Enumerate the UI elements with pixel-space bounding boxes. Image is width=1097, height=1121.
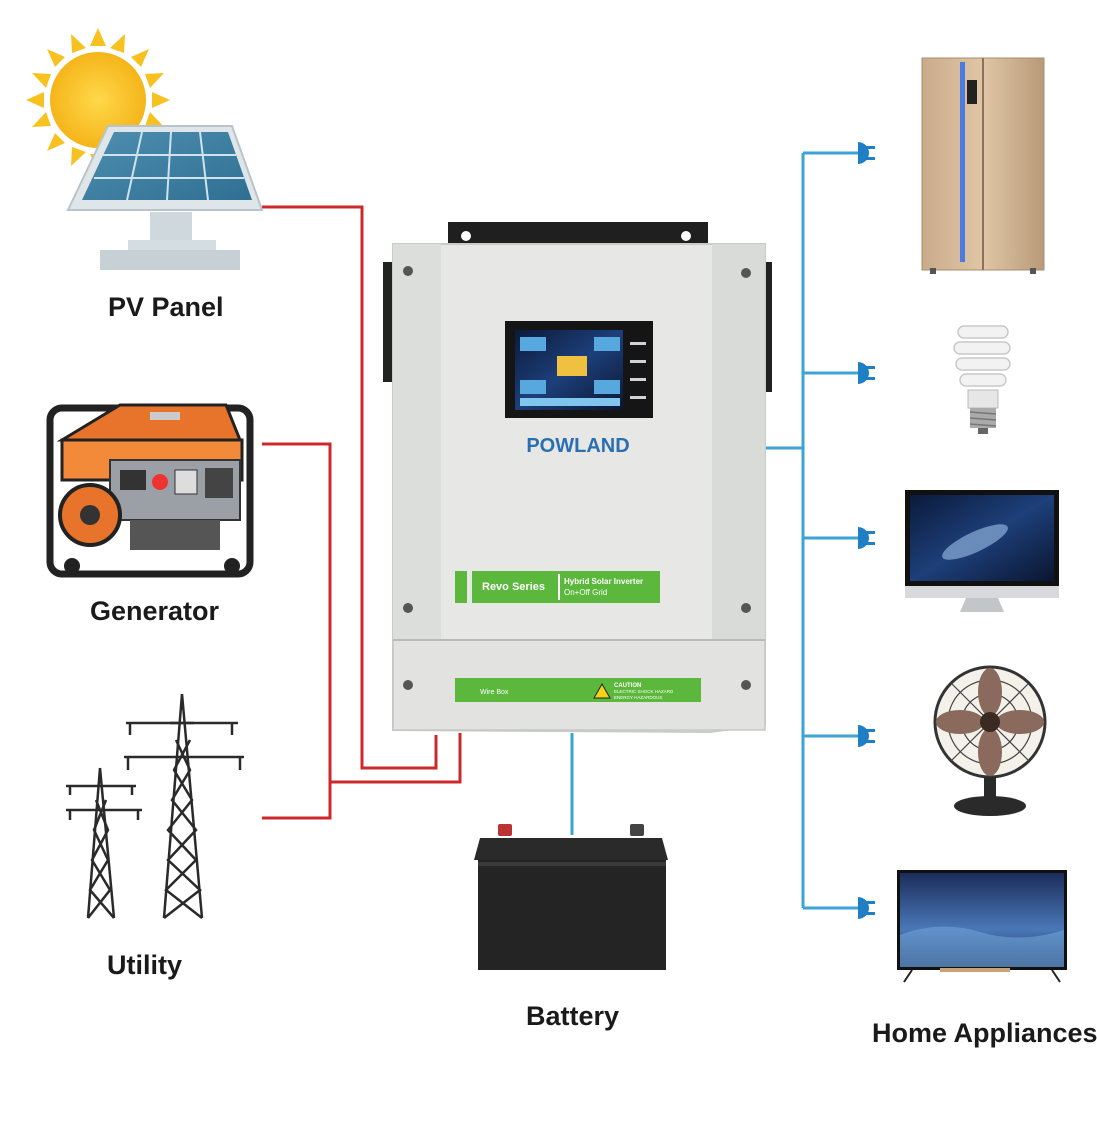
warning-icon bbox=[593, 682, 611, 699]
plug-icon bbox=[858, 897, 875, 919]
battery-label: Battery bbox=[526, 1001, 620, 1031]
plug-icon bbox=[858, 527, 875, 549]
pv-line bbox=[262, 205, 438, 770]
plug-icon bbox=[858, 142, 875, 164]
caution-line2: ENERGY HAZARDOUS bbox=[614, 695, 662, 700]
refrigerator-icon bbox=[921, 57, 1045, 274]
plug-icons bbox=[858, 142, 875, 919]
caution-line1: ELECTRIC SHOCK HAZARD bbox=[614, 689, 674, 694]
caution-title: CAUTION bbox=[614, 683, 641, 689]
input-wiring bbox=[262, 205, 462, 820]
plug-icon bbox=[858, 362, 875, 384]
solar-panel-icon bbox=[66, 125, 264, 270]
utility-line bbox=[330, 733, 462, 784]
generator-label: Generator bbox=[90, 596, 220, 626]
home-appliances-label: Home Appliances bbox=[872, 1018, 1097, 1048]
inverter-unit: POWLAND Revo Series Hybrid Solar Inverte… bbox=[383, 222, 772, 734]
generator-line bbox=[262, 442, 332, 820]
wire-box-label: Wire Box bbox=[480, 689, 509, 696]
utility-label: Utility bbox=[107, 950, 183, 980]
fan-icon bbox=[933, 665, 1047, 816]
light-bulb-icon bbox=[953, 325, 1011, 434]
inverter-product-line2: On+Off Grid bbox=[564, 588, 607, 597]
tv-icon bbox=[897, 870, 1067, 983]
pv-panel-label: PV Panel bbox=[108, 292, 224, 322]
plug-icon bbox=[858, 725, 875, 747]
inverter-series: Revo Series bbox=[482, 581, 545, 593]
inverter-brand: POWLAND bbox=[526, 435, 629, 457]
power-tower-icon bbox=[66, 693, 244, 919]
inverter-product-line1: Hybrid Solar Inverter bbox=[564, 577, 643, 586]
monitor-icon bbox=[905, 490, 1059, 612]
generator-icon bbox=[46, 403, 254, 578]
battery-icon bbox=[474, 824, 668, 970]
output-wiring bbox=[570, 151, 860, 910]
